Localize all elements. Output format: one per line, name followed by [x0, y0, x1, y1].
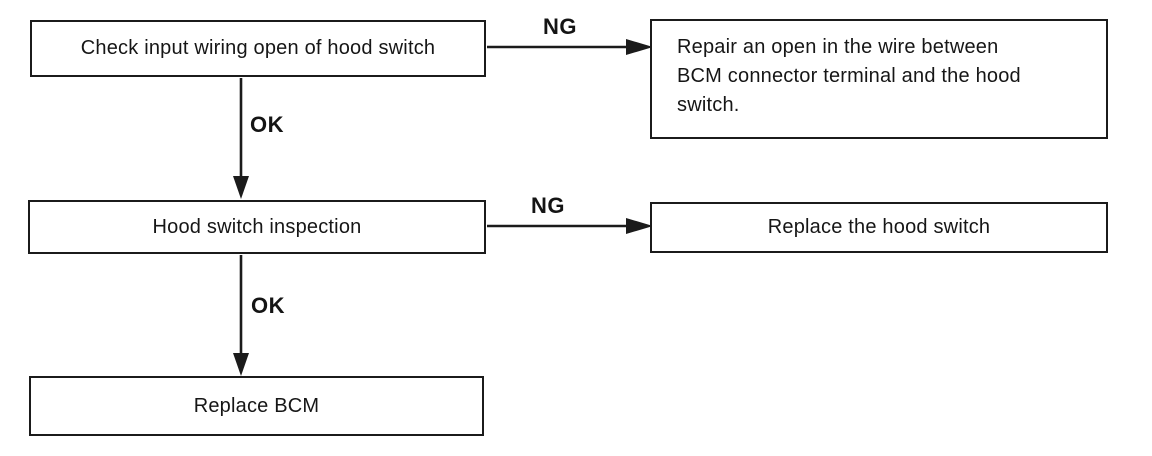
arrow-ok-2: [233, 255, 249, 376]
flow-box-text-line: BCM connector terminal and the hood: [677, 65, 1021, 87]
edge-label-ng-2: NG: [531, 193, 565, 218]
edge-label-ok-2: OK: [251, 293, 285, 318]
flow-box-text: Replace BCM: [193, 394, 320, 417]
flow-box-text-line: switch.: [677, 94, 740, 116]
flow-box-replace-hood-switch: Replace the hood switch: [650, 202, 1108, 253]
flow-box-check-input-wiring: Check input wiring open of hood switch: [30, 20, 486, 77]
arrow-ng-1: [487, 39, 653, 55]
flow-box-hood-switch-inspection: Hood switch inspection: [28, 200, 486, 254]
edge-label-ng-1: NG: [543, 14, 577, 39]
flow-box-text: Repair an open in the wire between BCM c…: [677, 33, 1021, 120]
flow-box-repair-open-wire: Repair an open in the wire between BCM c…: [650, 19, 1108, 139]
flow-box-text: Replace the hood switch: [767, 216, 991, 238]
edge-label-ok-1: OK: [250, 112, 284, 137]
flow-box-text: Hood switch inspection: [152, 215, 362, 238]
flow-box-text-line: Repair an open in the wire between: [677, 36, 999, 58]
arrow-ng-2: [487, 218, 653, 234]
arrow-ok-1: [233, 78, 249, 199]
flow-box-text: Check input wiring open of hood switch: [80, 37, 436, 59]
flow-box-replace-bcm: Replace BCM: [29, 376, 484, 436]
